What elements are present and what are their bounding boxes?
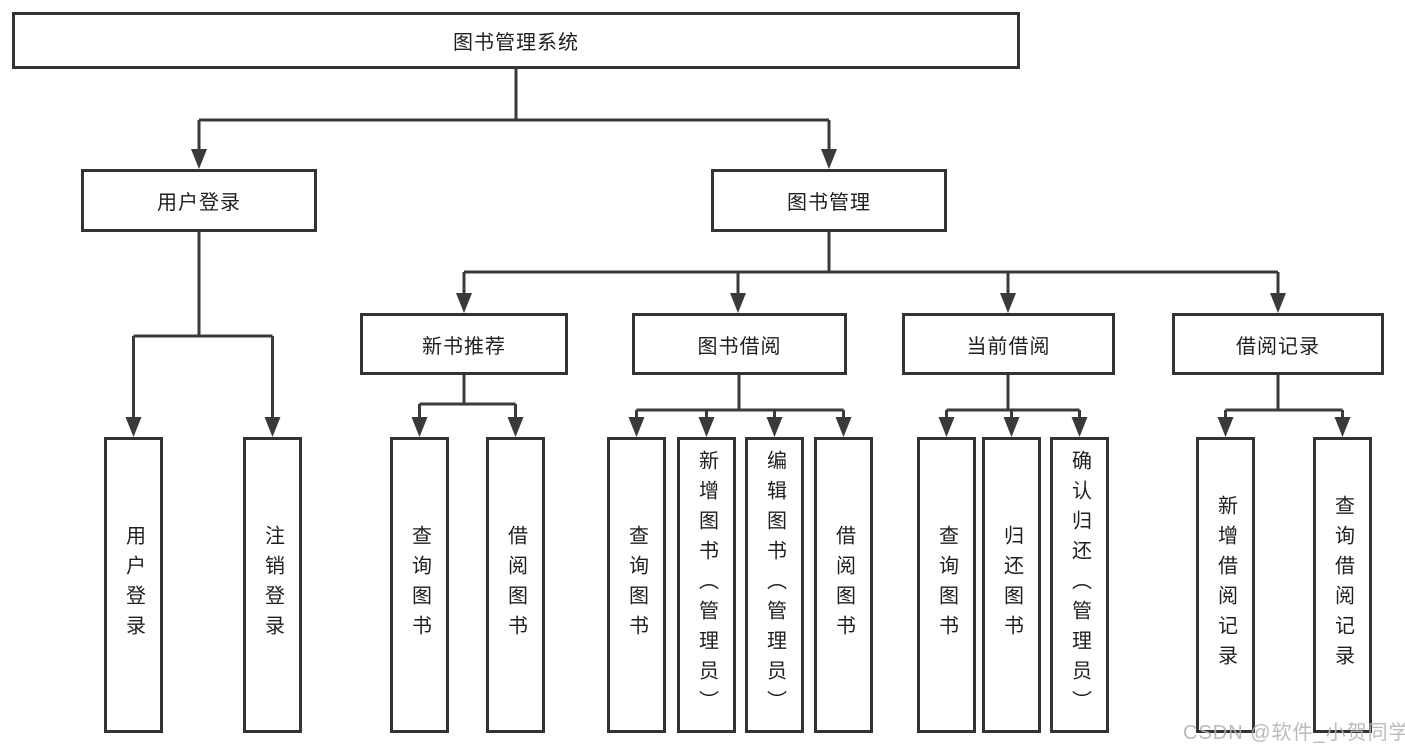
leaf-label: 注销登录 [261,525,284,645]
leaf-label: 查询借阅记录 [1331,495,1354,675]
node-user-login: 用户登录 [81,169,317,232]
node-current-borrowing: 当前借阅 [902,313,1115,375]
leaf-label: 借阅图书 [832,525,855,645]
leaf-query-books-recommend: 查询图书 [390,437,449,733]
leaf-logout: 注销登录 [243,437,302,733]
node-label: 图书管理 [787,192,871,214]
leaf-borrow-books-recommend: 借阅图书 [486,437,545,733]
leaf-label: 查询图书 [935,525,958,645]
node-new-book-recommendation: 新书推荐 [360,313,568,375]
leaf-label: 借阅图书 [504,525,527,645]
node-label: 用户登录 [157,192,241,214]
csdn-watermark: CSDN @软件_小贺同学 [1183,722,1405,744]
leaf-label: 新增借阅记录 [1214,495,1237,675]
leaf-return-books: 归还图书 [982,437,1041,733]
node-book-borrowing: 图书借阅 [632,313,847,375]
node-library-management-system: 图书管理系统 [12,12,1020,69]
leaf-borrow-books: 借阅图书 [814,437,873,733]
node-borrowing-records: 借阅记录 [1172,313,1384,375]
leaf-label: 新增图书（管理员） [695,450,718,720]
leaf-label: 确认归还（管理员） [1068,450,1091,720]
node-label: 当前借阅 [966,335,1051,358]
leaf-edit-books-admin: 编辑图书（管理员） [745,437,804,733]
leaf-add-borrow-record: 新增借阅记录 [1196,437,1255,733]
leaf-label: 查询图书 [625,525,648,645]
node-label: 新书推荐 [422,335,506,358]
leaf-label: 查询图书 [408,525,431,645]
leaf-query-books-current: 查询图书 [917,437,976,733]
leaf-label: 用户登录 [122,525,145,645]
leaf-confirm-return-admin: 确认归还（管理员） [1050,437,1109,733]
node-label: 图书管理系统 [453,32,579,54]
leaf-add-books-admin: 新增图书（管理员） [677,437,736,733]
node-label: 借阅记录 [1236,335,1320,358]
node-label: 图书借阅 [697,335,782,358]
leaf-label: 归还图书 [1000,525,1023,645]
leaf-user-login: 用户登录 [104,437,163,733]
leaf-query-books-borrow: 查询图书 [607,437,666,733]
node-book-management: 图书管理 [711,169,947,232]
leaf-query-borrow-record: 查询借阅记录 [1313,437,1372,733]
leaf-label: 编辑图书（管理员） [763,450,786,720]
